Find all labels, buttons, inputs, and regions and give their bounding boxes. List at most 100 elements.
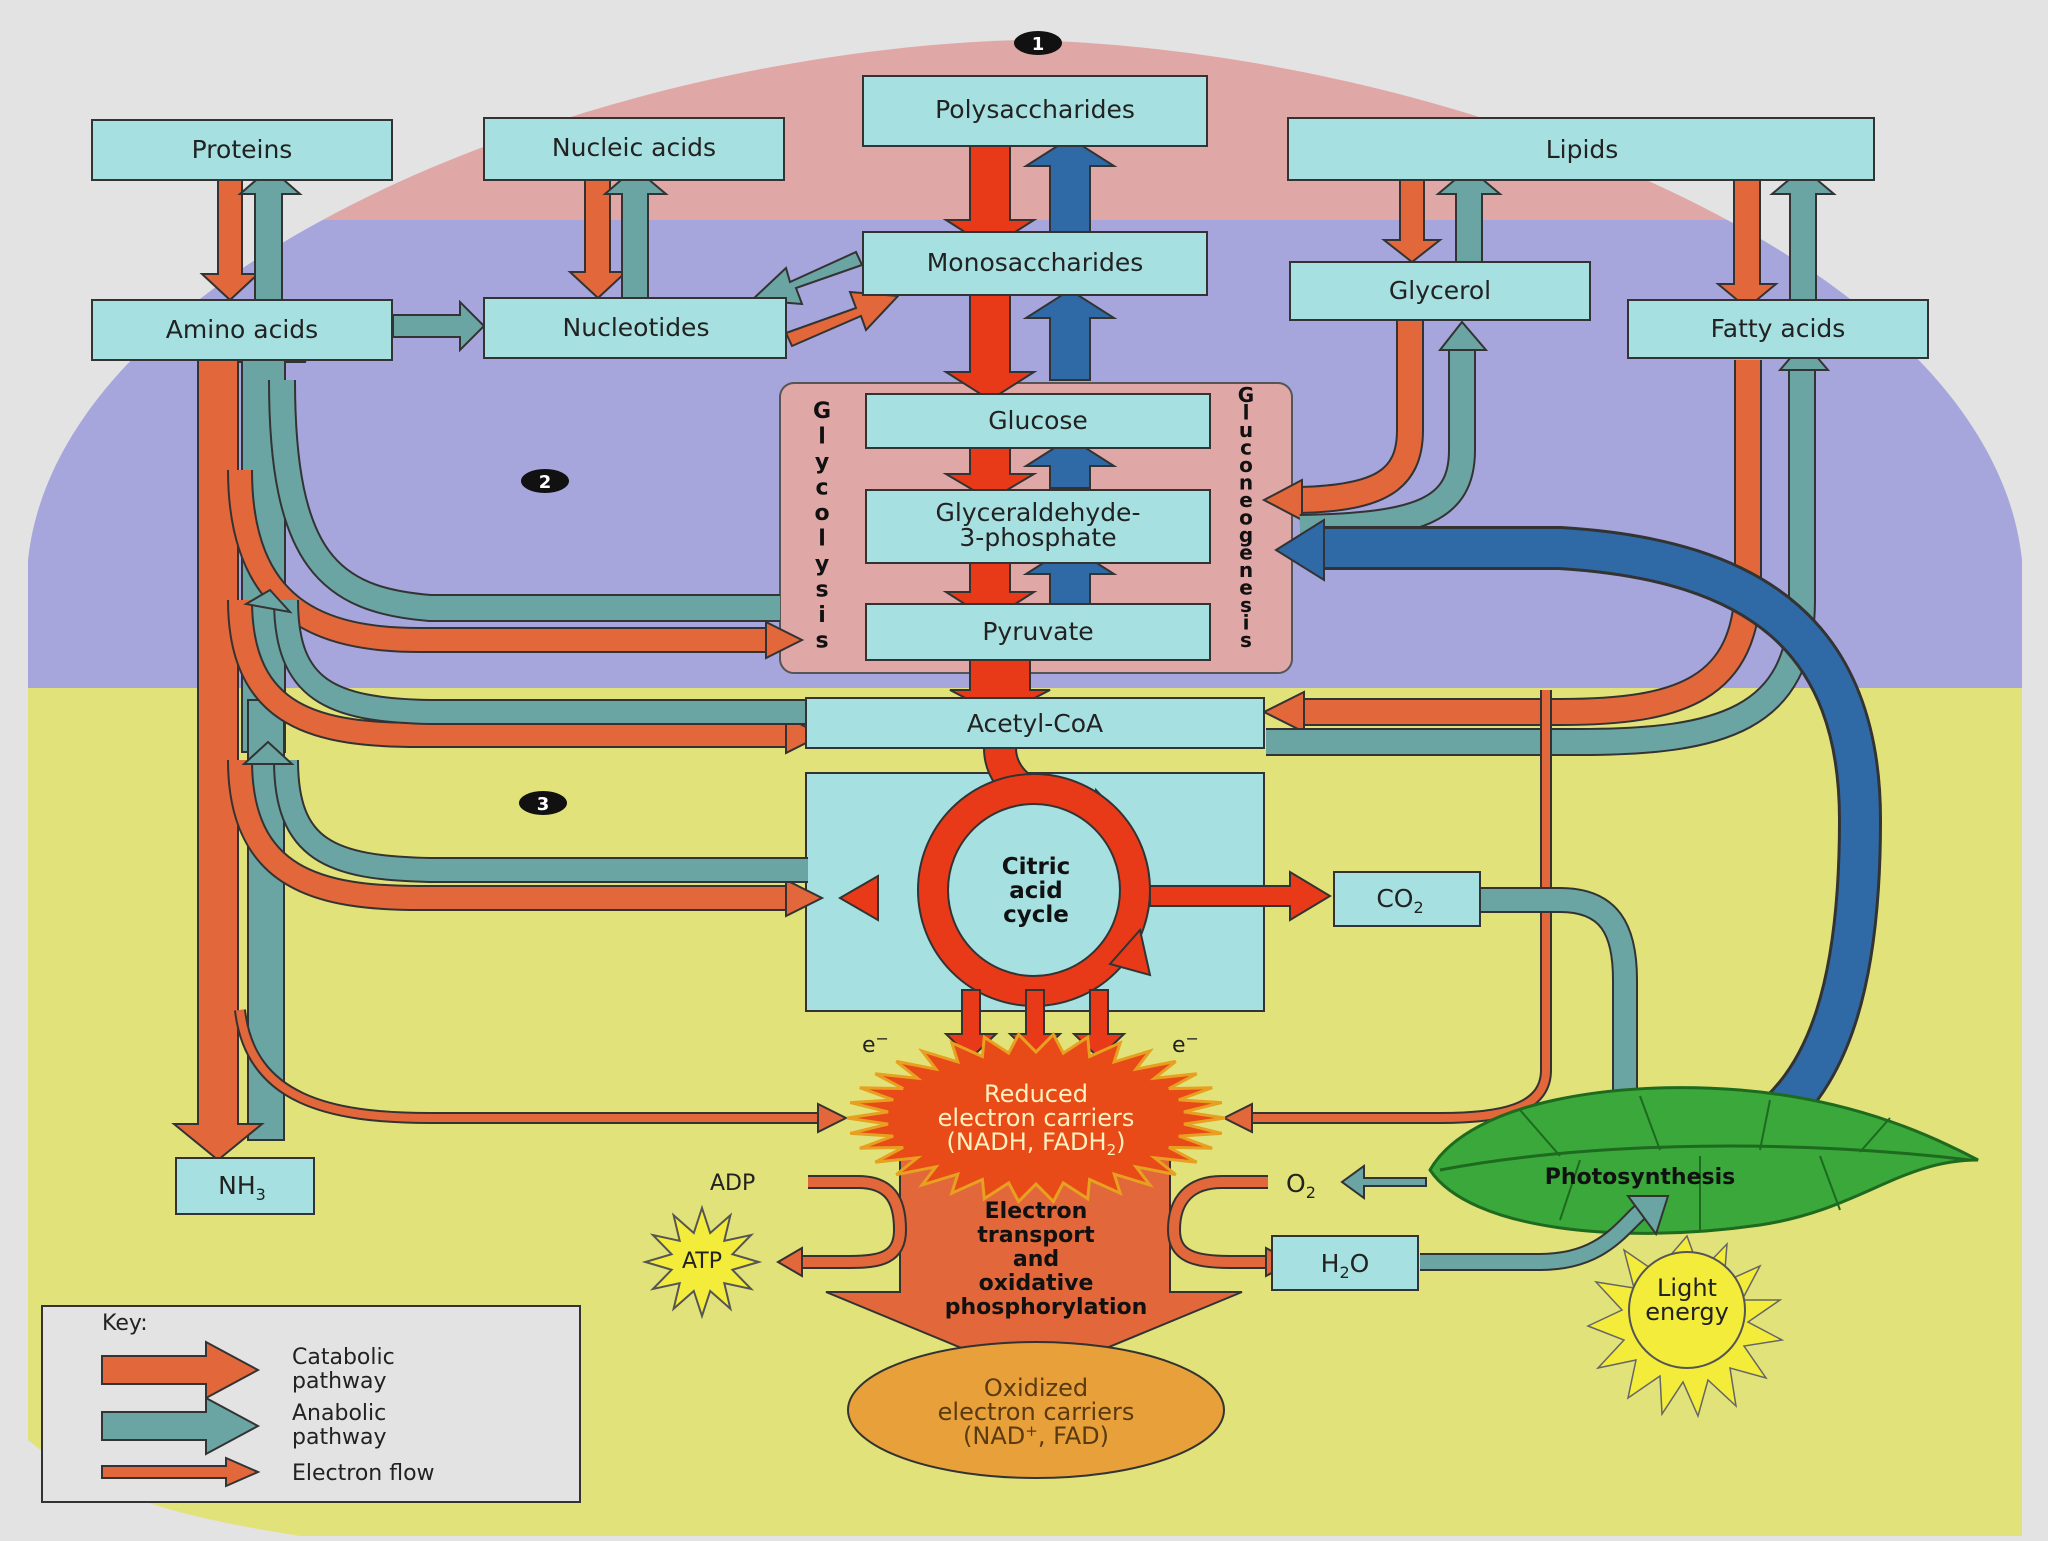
catabolic-arrow-nucleotides-mono bbox=[784, 290, 901, 348]
svg-text:H2O: H2O bbox=[1321, 1249, 1370, 1282]
svg-text:Monosaccharides: Monosaccharides bbox=[927, 248, 1144, 277]
anabolic-curve-from-glycolysis bbox=[270, 379, 780, 620]
vertical-letter: s bbox=[815, 629, 828, 654]
svg-text:cycle: cycle bbox=[1003, 902, 1069, 928]
electron-transport-label: Electron transport and oxidative phospho… bbox=[945, 1199, 1148, 1320]
catabolic-arrow-nucleic bbox=[567, 179, 629, 300]
svg-text:oxidative: oxidative bbox=[979, 1271, 1094, 1296]
svg-text:Fatty acids: Fatty acids bbox=[1711, 314, 1846, 343]
atp-star bbox=[641, 1204, 763, 1320]
step-marker-3: 3 bbox=[519, 791, 567, 815]
anabolic-arrow-h2o-to-leaf bbox=[1420, 1206, 1645, 1269]
box-nh3: NH3 bbox=[175, 1157, 315, 1215]
vertical-letter: l bbox=[818, 527, 826, 552]
anabolic-curve-from-citric bbox=[275, 759, 808, 881]
box-amino-acids: Amino acids bbox=[91, 299, 393, 361]
catabolic-arrow-proteins bbox=[199, 179, 261, 302]
svg-text:Catabolic: Catabolic bbox=[292, 1345, 395, 1370]
anabolic-arrow-mono-to-poly bbox=[1022, 136, 1118, 233]
step-marker-1: 1 bbox=[1014, 31, 1062, 55]
vertical-letter: o bbox=[1239, 453, 1253, 477]
key-anabolic-arrow bbox=[101, 1396, 261, 1456]
e-label-left: e− bbox=[862, 1029, 889, 1058]
svg-text:transport: transport bbox=[977, 1223, 1095, 1248]
svg-text:2: 2 bbox=[539, 472, 552, 493]
catabolic-arrow-glucose-to-g3p bbox=[942, 447, 1038, 502]
o2-label: O2 bbox=[1286, 1169, 1316, 1202]
citric-acid-cycle-label: Citric acid cycle bbox=[1002, 854, 1071, 928]
svg-text:Light: Light bbox=[1657, 1274, 1717, 1302]
vertical-letter: o bbox=[1239, 506, 1253, 530]
vertical-letter: n bbox=[1239, 558, 1253, 582]
box-glycerol: Glycerol bbox=[1289, 261, 1591, 321]
anabolic-arrow-co2-to-photosynthesis bbox=[1480, 889, 1636, 1124]
svg-text:Nucleotides: Nucleotides bbox=[563, 313, 710, 342]
vertical-letter: i bbox=[818, 603, 826, 628]
svg-text:electron carriers: electron carriers bbox=[938, 1398, 1135, 1426]
svg-text:Lipids: Lipids bbox=[1546, 135, 1619, 164]
svg-text:Oxidized: Oxidized bbox=[984, 1374, 1088, 1402]
vertical-letter: l bbox=[1243, 401, 1250, 425]
key-legend: Key: Catabolic pathway Anabolic pathway … bbox=[41, 1305, 581, 1503]
svg-text:3-phosphate: 3-phosphate bbox=[959, 523, 1116, 552]
vertical-letter: y bbox=[815, 552, 829, 577]
svg-text:Anabolic: Anabolic bbox=[292, 1401, 386, 1426]
svg-text:Citric: Citric bbox=[1002, 854, 1071, 880]
box-lipids: Lipids bbox=[1287, 117, 1875, 181]
vertical-letter: e bbox=[1239, 541, 1253, 565]
vertical-letter: u bbox=[1239, 418, 1253, 442]
vertical-letter: l bbox=[818, 425, 826, 450]
svg-text:Reduced: Reduced bbox=[984, 1080, 1088, 1108]
svg-text:3: 3 bbox=[537, 794, 550, 815]
svg-text:Proteins: Proteins bbox=[192, 135, 293, 164]
reduced-carriers-burst bbox=[846, 1031, 1226, 1205]
catabolic-curve-glycerol bbox=[1299, 320, 1422, 512]
box-monosaccharides: Monosaccharides bbox=[862, 231, 1208, 296]
vertical-letter: G bbox=[1238, 383, 1254, 407]
key-catabolic-arrow bbox=[101, 1340, 261, 1400]
svg-text:and: and bbox=[1013, 1247, 1059, 1272]
svg-text:Acetyl-CoA: Acetyl-CoA bbox=[967, 709, 1103, 738]
oxidized-carriers bbox=[847, 1341, 1225, 1479]
svg-text:CO2: CO2 bbox=[1376, 884, 1423, 917]
box-fatty-acids: Fatty acids bbox=[1627, 299, 1929, 359]
svg-text:acid: acid bbox=[1009, 878, 1063, 904]
svg-text:Electron: Electron bbox=[985, 1199, 1088, 1224]
vertical-letter: s bbox=[815, 578, 828, 603]
box-glucose: Glucose bbox=[865, 393, 1211, 449]
svg-text:(NAD+, FAD): (NAD+, FAD) bbox=[963, 1422, 1109, 1450]
svg-text:Polysaccharides: Polysaccharides bbox=[935, 95, 1135, 124]
svg-text:Pyruvate: Pyruvate bbox=[982, 617, 1093, 646]
catabolic-curve-to-citric bbox=[229, 759, 790, 909]
oxidized-carriers-label: Oxidized electron carriers (NAD+, FAD) bbox=[938, 1374, 1135, 1450]
vertical-letter: c bbox=[815, 476, 828, 501]
svg-text:e−: e− bbox=[1172, 1029, 1199, 1058]
box-nucleotides: Nucleotides bbox=[483, 297, 787, 359]
svg-text:NH3: NH3 bbox=[218, 1171, 266, 1204]
catabolic-curve-to-acetyl bbox=[229, 599, 790, 746]
svg-text:Amino acids: Amino acids bbox=[166, 315, 318, 344]
svg-text:pathway: pathway bbox=[292, 1425, 387, 1450]
key-electron-arrow bbox=[101, 1456, 261, 1488]
svg-text:O2: O2 bbox=[1286, 1169, 1316, 1202]
svg-text:1: 1 bbox=[1032, 34, 1045, 55]
sun-icon bbox=[1586, 1234, 1785, 1419]
key-title: Key: bbox=[102, 1311, 148, 1336]
box-polysaccharides: Polysaccharides bbox=[862, 75, 1208, 147]
svg-text:Glucose: Glucose bbox=[988, 406, 1088, 435]
anabolic-arrow-g3p-to-glucose bbox=[1022, 436, 1118, 489]
svg-text:(NADH, FADH2): (NADH, FADH2) bbox=[947, 1128, 1126, 1159]
vertical-letter: G bbox=[813, 399, 831, 424]
e-label-right: e− bbox=[1172, 1029, 1199, 1058]
step-marker-2: 2 bbox=[521, 469, 569, 493]
light-energy-label: Light energy bbox=[1645, 1274, 1729, 1326]
vertical-letter: n bbox=[1239, 471, 1253, 495]
svg-text:pathway: pathway bbox=[292, 1369, 387, 1394]
adp-label: ADP bbox=[710, 1171, 755, 1196]
svg-text:Glycerol: Glycerol bbox=[1389, 276, 1491, 305]
svg-text:Glyceraldehyde-: Glyceraldehyde- bbox=[936, 498, 1141, 527]
photosynthesis-arrow-to-gluconeogenesis bbox=[1320, 529, 1880, 1144]
